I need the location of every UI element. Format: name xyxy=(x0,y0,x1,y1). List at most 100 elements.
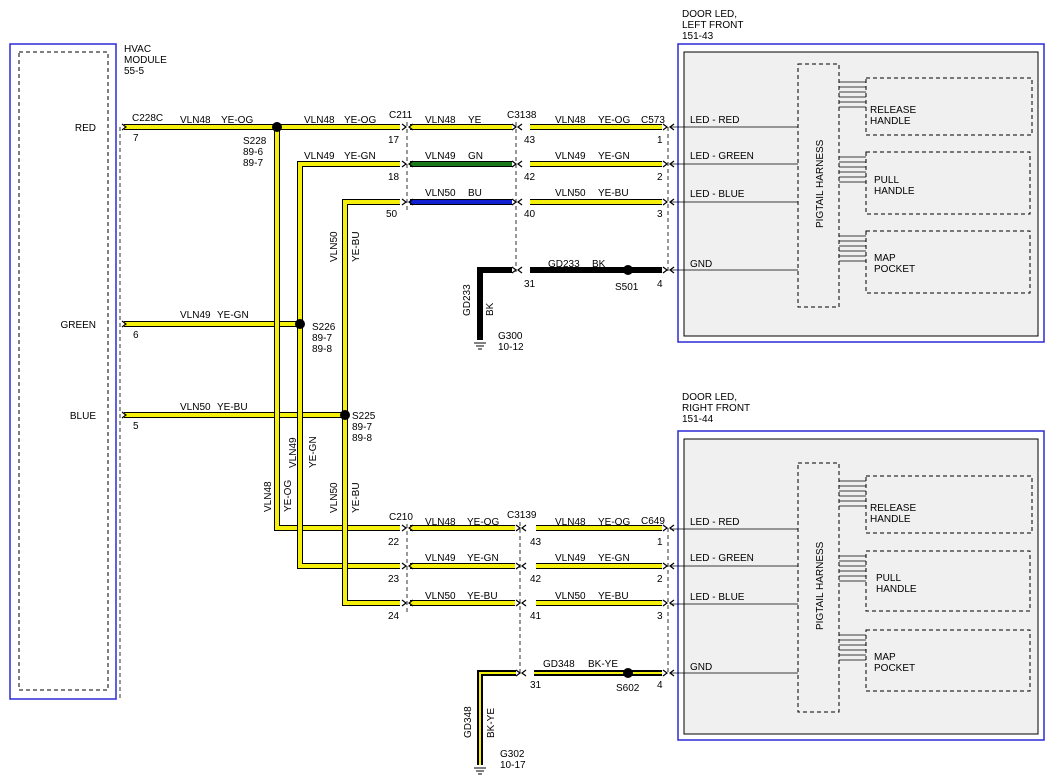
lf-ref: 151-43 xyxy=(682,31,714,42)
c3139-pin-31: 31 xyxy=(530,680,542,691)
rf-bkye-v: BK-YE xyxy=(486,708,497,738)
c3139-label: C3139 xyxy=(507,510,537,521)
lf-title-1: DOOR LED, xyxy=(682,9,737,20)
c210-pin-23: 23 xyxy=(388,574,400,585)
c228c-marker-2 xyxy=(121,411,127,419)
lf-vln50-d: VLN50 xyxy=(555,188,586,199)
c211-pin-50: 50 xyxy=(386,209,398,220)
c573-label: C573 xyxy=(641,115,665,126)
rf-title-1: DOOR LED, xyxy=(682,392,737,403)
lf-pull-2: HANDLE xyxy=(874,186,915,197)
wire-label-vln48-a: VLN48 xyxy=(180,115,211,126)
c211-marker-r-0 xyxy=(408,123,414,131)
s225-ref1: 89-7 xyxy=(352,422,372,433)
c3139-marker-r-3 xyxy=(521,669,527,677)
c210-pin-24: 24 xyxy=(388,611,400,622)
rf-vln48-d: VLN48 xyxy=(555,517,586,528)
wire-color-yeog-a: YE-OG xyxy=(221,115,253,126)
rf-led-blue: LED - BLUE xyxy=(690,592,745,603)
rf-vln50-d: VLN50 xyxy=(555,591,586,602)
c211-marker-r-2 xyxy=(408,198,414,206)
rf-pull-1: PULL xyxy=(876,573,901,584)
wire-color-yeog-b: YE-OG xyxy=(344,115,376,126)
lf-module-body xyxy=(683,51,1039,337)
c211-marker-l-1 xyxy=(401,160,407,168)
wire-color-yegn-b: YE-GN xyxy=(344,151,376,162)
c3138-pin-42: 42 xyxy=(524,172,536,183)
c3139-marker-r-0 xyxy=(521,524,527,532)
rf-vln49-d: VLN49 xyxy=(555,553,586,564)
wire-color-yegn-v: YE-GN xyxy=(308,436,319,468)
wire-label-vln50-a: VLN50 xyxy=(180,402,211,413)
c3139-marker-l-0 xyxy=(515,524,521,532)
c210-pin-22: 22 xyxy=(388,537,400,548)
hvac-title-2: MODULE xyxy=(124,55,167,66)
lf-pigtail-box xyxy=(797,63,840,308)
c649-label: C649 xyxy=(641,516,665,527)
rf-release-2: HANDLE xyxy=(870,514,911,525)
lf-bk: BK xyxy=(592,259,606,270)
wire-vln49-trunk xyxy=(298,162,400,568)
lf-map-box xyxy=(865,230,1031,294)
c228c-label: C228C xyxy=(132,113,163,124)
wire-label-vln49-v: VLN49 xyxy=(288,437,299,468)
s226-ref1: 89-7 xyxy=(312,333,332,344)
s228-name: S228 xyxy=(243,136,267,147)
rf-gnd: GND xyxy=(690,662,712,673)
c211-marker-l-2 xyxy=(401,198,407,206)
ground-g300-symbol xyxy=(474,342,486,350)
hvac-pin-red-label: RED xyxy=(75,123,96,134)
hvac-ref: 55-5 xyxy=(124,66,144,77)
wire-color-yeog-v: YE-OG xyxy=(283,480,294,512)
wire-layer xyxy=(124,122,662,775)
lf-s501: S501 xyxy=(615,282,639,293)
rf-ref: 151-44 xyxy=(682,414,714,425)
c210-marker-l-1 xyxy=(401,562,407,570)
rf-comb-group xyxy=(839,480,866,661)
c3139-marker-r-1 xyxy=(521,562,527,570)
c649-marker-1 xyxy=(662,562,668,570)
c3138-marker-r-3 xyxy=(517,266,523,274)
lf-g300-ref: 10-12 xyxy=(498,342,524,353)
rf-pull-2: HANDLE xyxy=(876,584,917,595)
lf-yeog-d: YE-OG xyxy=(598,115,630,126)
rf-gd348: GD348 xyxy=(543,659,575,670)
lf-vln50-c: VLN50 xyxy=(425,188,456,199)
c649-marker-in-0 xyxy=(669,524,675,532)
lf-yebu-d: YE-BU xyxy=(598,188,629,199)
hvac-module-inner xyxy=(18,51,109,691)
rf-g302: G302 xyxy=(500,749,525,760)
wire-label-vln50-v: VLN50 xyxy=(329,231,340,262)
c211-marker-l-0 xyxy=(401,123,407,131)
c3138-marker-r-0 xyxy=(517,123,523,131)
c228c-pin-7: 7 xyxy=(133,133,139,144)
c228c-marker-0 xyxy=(121,123,127,131)
wire-color-yebu-v: YE-BU xyxy=(351,231,362,262)
lf-led-green: LED - GREEN xyxy=(690,151,754,162)
c228c-marker-1 xyxy=(121,320,127,328)
wire-vln50-trunk xyxy=(343,200,400,605)
c573-pin-4: 4 xyxy=(657,279,663,290)
wire-labels-hvac: VLN48 YE-OG VLN49 YE-GN VLN50 YE-BU VLN4… xyxy=(180,115,376,513)
c3138-marker-l-3 xyxy=(511,266,517,274)
rf-led-green: LED - GREEN xyxy=(690,553,754,564)
c573-marker-0 xyxy=(662,123,668,131)
lf-gn: GN xyxy=(468,151,483,162)
wire-gd233 xyxy=(477,267,512,340)
lf-bk-v: BK xyxy=(485,302,496,316)
lf-module-border xyxy=(677,43,1045,343)
c3138-pin-31: 31 xyxy=(524,279,536,290)
rf-g302-ref: 10-17 xyxy=(500,760,526,771)
lf-pull-1: PULL xyxy=(874,175,899,186)
s228-ref1: 89-6 xyxy=(243,147,263,158)
c573-pin-2: 2 xyxy=(657,172,663,183)
c3139-marker-l-2 xyxy=(515,599,521,607)
rf-bkye: BK-YE xyxy=(588,659,618,670)
lf-led-blue: LED - BLUE xyxy=(690,189,745,200)
c210-label: C210 xyxy=(389,512,413,523)
rf-yegn-d: YE-GN xyxy=(598,553,630,564)
c649-pin-1: 1 xyxy=(657,537,663,548)
lf-comb-group xyxy=(839,81,866,262)
rf-pigtail-label: PIGTAIL HARNESS xyxy=(815,541,826,630)
